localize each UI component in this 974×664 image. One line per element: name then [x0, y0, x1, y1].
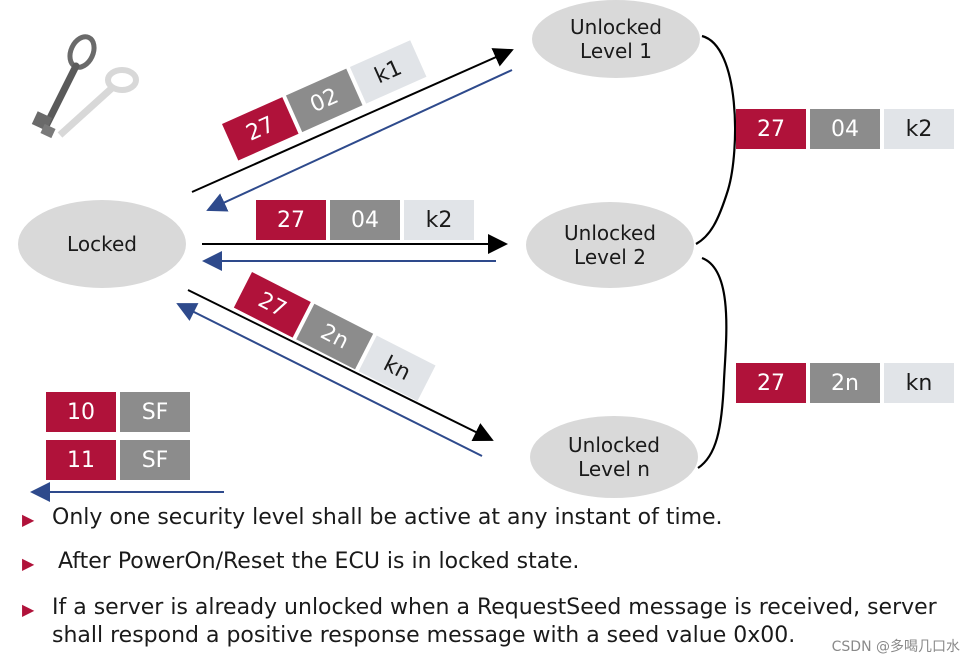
state-unlocked-leveln: Unlocked Level n	[530, 416, 698, 498]
state-unlocked-level2: Unlocked Level 2	[526, 202, 694, 288]
state-locked-label: Locked	[67, 232, 137, 256]
note-text: Only one security level shall be active …	[52, 505, 723, 530]
session-control-row-1: 10 SF	[46, 392, 190, 432]
note-item: ▶ If a server is already unlocked when a…	[22, 594, 952, 650]
arrow-level1-return	[206, 69, 513, 212]
sid-cell: 27	[256, 200, 326, 240]
key-cell: kn	[884, 363, 954, 403]
session-sid-cell: 10	[46, 392, 116, 432]
note-item: ▶ Only one security level shall be activ…	[22, 504, 952, 534]
session-sid-cell: 11	[46, 440, 116, 480]
triangle-bullet-icon: ▶	[22, 554, 35, 573]
key-cell: k2	[404, 200, 474, 240]
sequence-level2-to-leveln: 27 2n kn	[736, 363, 954, 403]
sequence-level1-to-level2: 27 04 k2	[736, 109, 954, 149]
session-sf-cell: SF	[120, 440, 190, 480]
brace-level1-level2	[695, 34, 737, 245]
state-level2-label: Unlocked Level 2	[564, 221, 656, 269]
sequence-to-level2: 27 04 k2	[256, 200, 474, 240]
sid-cell: 27	[736, 109, 806, 149]
triangle-bullet-icon: ▶	[22, 510, 35, 529]
key-icon	[31, 34, 139, 139]
subfunction-cell: 04	[810, 109, 880, 149]
session-control-row-2: 11 SF	[46, 440, 190, 480]
state-level1-label: Unlocked Level 1	[570, 15, 662, 63]
subfunction-cell: 2n	[810, 363, 880, 403]
note-item: ▶ After PowerOn/Reset the ECU is in lock…	[22, 548, 958, 578]
note-text: After PowerOn/Reset the ECU is in locked…	[58, 549, 580, 574]
state-leveln-label: Unlocked Level n	[568, 433, 660, 481]
key-cell: k2	[884, 109, 954, 149]
session-sf-cell: SF	[120, 392, 190, 432]
state-locked: Locked	[18, 200, 186, 288]
arrow-leveln-return	[176, 303, 483, 457]
note-text: If a server is already unlocked when a R…	[52, 595, 937, 648]
arrow-locked-to-leveln	[187, 289, 494, 442]
triangle-bullet-icon: ▶	[22, 600, 35, 619]
arrow-locked-to-level1	[191, 48, 514, 193]
state-unlocked-level1: Unlocked Level 1	[532, 0, 700, 78]
subfunction-cell: 04	[330, 200, 400, 240]
brace-level2-leveln	[697, 256, 728, 469]
sid-cell: 27	[736, 363, 806, 403]
watermark: CSDN @多喝几口水	[831, 639, 960, 655]
